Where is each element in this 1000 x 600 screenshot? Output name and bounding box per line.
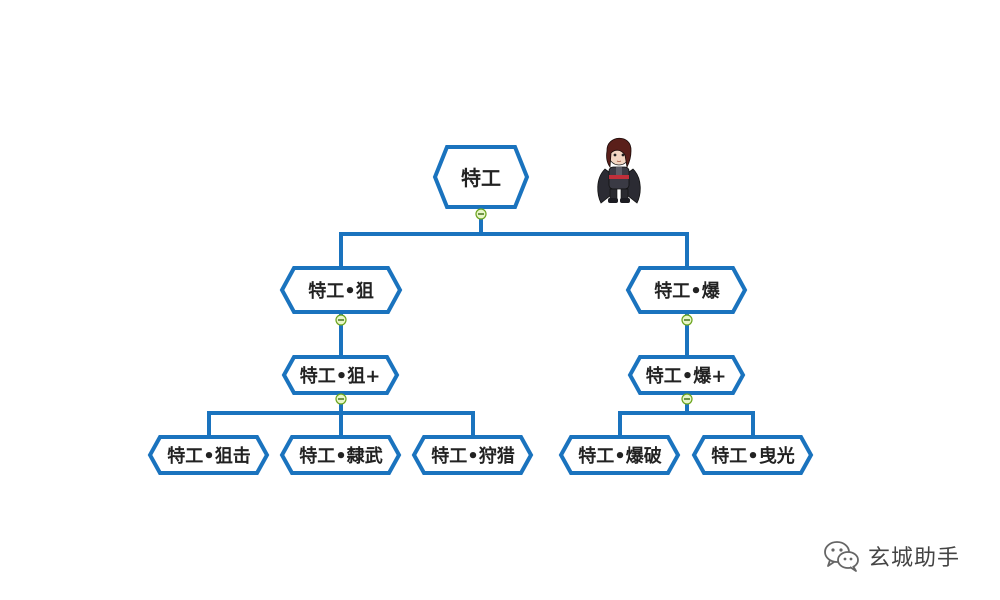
node-leaf-jiji[interactable]: 特工•狙击 xyxy=(147,435,270,475)
node-leaf-jiji-label: 特工•狙击 xyxy=(167,445,251,467)
wechat-icon xyxy=(824,541,859,572)
node-leaf-liwu[interactable]: 特工•隸武 xyxy=(279,435,402,475)
node-branch-bao[interactable]: 特工•爆 xyxy=(625,266,748,314)
node-leaf-yeguang-label: 特工•曳光 xyxy=(711,445,795,467)
node-root[interactable]: 特工 xyxy=(432,145,530,209)
node-leaf-liwu-label: 特工•隸武 xyxy=(299,445,383,467)
node-leaf-baopo-shape xyxy=(558,435,681,475)
node-bao-plus-label: 特工•爆+ xyxy=(646,365,727,387)
node-leaf-shoulie[interactable]: 特工•狩猎 xyxy=(411,435,534,475)
node-branch-bao-label: 特工•爆 xyxy=(654,280,721,302)
node-leaf-shoulie-shape xyxy=(411,435,534,475)
collapse-toggle-ju-plus[interactable] xyxy=(335,393,347,405)
node-leaf-jiji-shape xyxy=(147,435,270,475)
collapse-toggle-bao-plus[interactable] xyxy=(681,393,693,405)
node-leaf-baopo-label: 特工•爆破 xyxy=(578,445,662,467)
node-leaf-baopo[interactable]: 特工•爆破 xyxy=(558,435,681,475)
node-bao-plus-shape xyxy=(627,355,746,395)
node-leaf-yeguang-shape xyxy=(691,435,814,475)
node-ju-plus-shape xyxy=(281,355,400,395)
character-sprite xyxy=(597,137,641,204)
node-root-label: 特工 xyxy=(461,166,501,190)
collapse-toggle-ju[interactable] xyxy=(335,314,347,326)
watermark-text: 玄城助手 xyxy=(868,546,961,571)
connector-lines xyxy=(207,206,755,438)
node-leaf-shoulie-label: 特工•狩猎 xyxy=(431,445,515,467)
collapse-toggle-bao[interactable] xyxy=(681,314,693,326)
node-branch-ju[interactable]: 特工•狙 xyxy=(279,266,403,314)
collapse-toggle-root[interactable] xyxy=(475,208,487,220)
node-root-shape xyxy=(432,145,530,209)
node-bao-plus[interactable]: 特工•爆+ xyxy=(627,355,746,395)
node-ju-plus-label: 特工•狙+ xyxy=(300,365,381,387)
node-leaf-liwu-shape xyxy=(279,435,402,475)
watermark: 玄城助手 xyxy=(822,538,960,574)
node-branch-ju-label: 特工•狙 xyxy=(308,280,374,302)
node-leaf-yeguang[interactable]: 特工•曳光 xyxy=(691,435,814,475)
node-branch-bao-shape xyxy=(625,266,748,314)
node-branch-ju-shape xyxy=(279,266,403,314)
node-ju-plus[interactable]: 特工•狙+ xyxy=(281,355,400,395)
